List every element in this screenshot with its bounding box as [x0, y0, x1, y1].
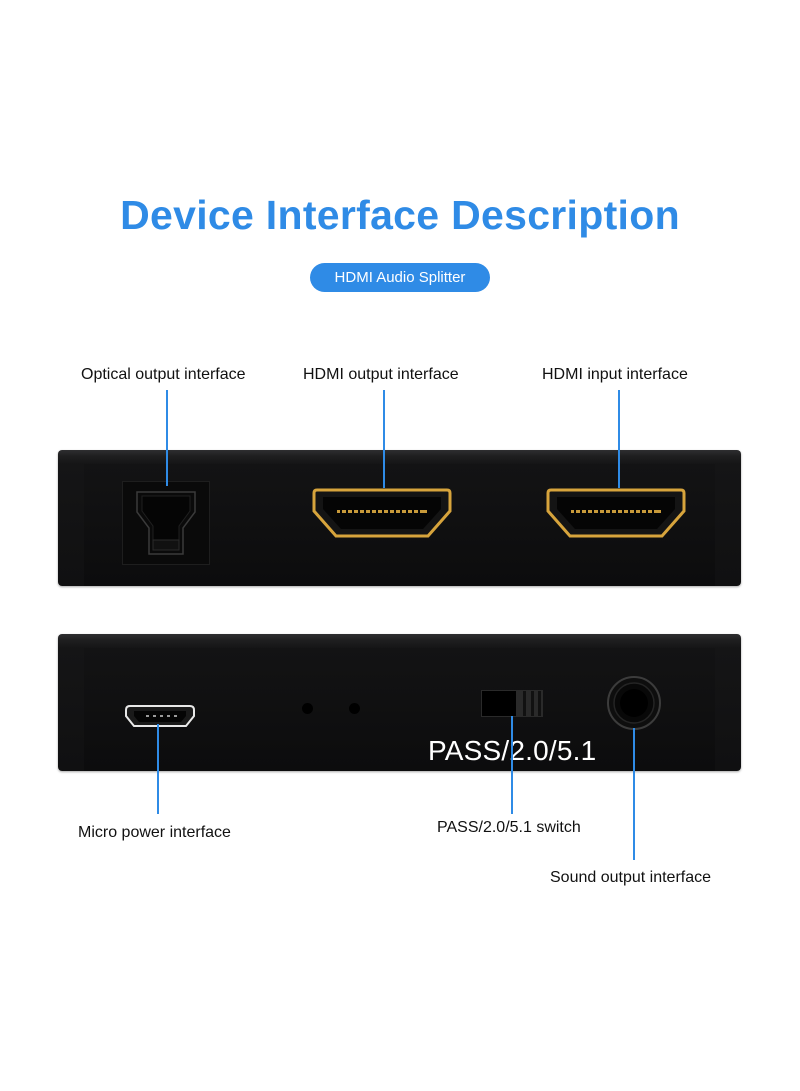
label-sound-output: Sound output interface — [550, 869, 712, 886]
slide-switch-icon — [481, 690, 543, 717]
label-hdmi-input: HDMI input interface — [542, 366, 688, 383]
label-micro-power: Micro power interface — [78, 824, 231, 841]
leader-line-sound-output — [633, 728, 635, 860]
hdmi-input-port-icon — [545, 487, 687, 539]
page-title: Device Interface Description — [120, 192, 680, 238]
subtitle-badge: HDMI Audio Splitter — [310, 263, 490, 292]
micro-usb-port-icon — [124, 704, 196, 728]
label-hdmi-output: HDMI output interface — [303, 366, 459, 383]
label-switch: PASS/2.0/5.1 switch — [437, 819, 581, 836]
leader-line-hdmi-output — [383, 390, 385, 488]
label-optical-output: Optical output interface — [81, 366, 246, 383]
audio-jack-icon — [607, 676, 661, 730]
led-indicator-icon — [349, 703, 360, 714]
led-indicator-icon — [302, 703, 313, 714]
leader-line-hdmi-input — [618, 390, 620, 488]
leader-line-micro-power — [157, 724, 159, 814]
leader-line-optical — [166, 390, 168, 486]
leader-line-switch — [511, 716, 513, 814]
optical-port-icon — [122, 481, 210, 565]
hdmi-output-port-icon — [311, 487, 453, 539]
